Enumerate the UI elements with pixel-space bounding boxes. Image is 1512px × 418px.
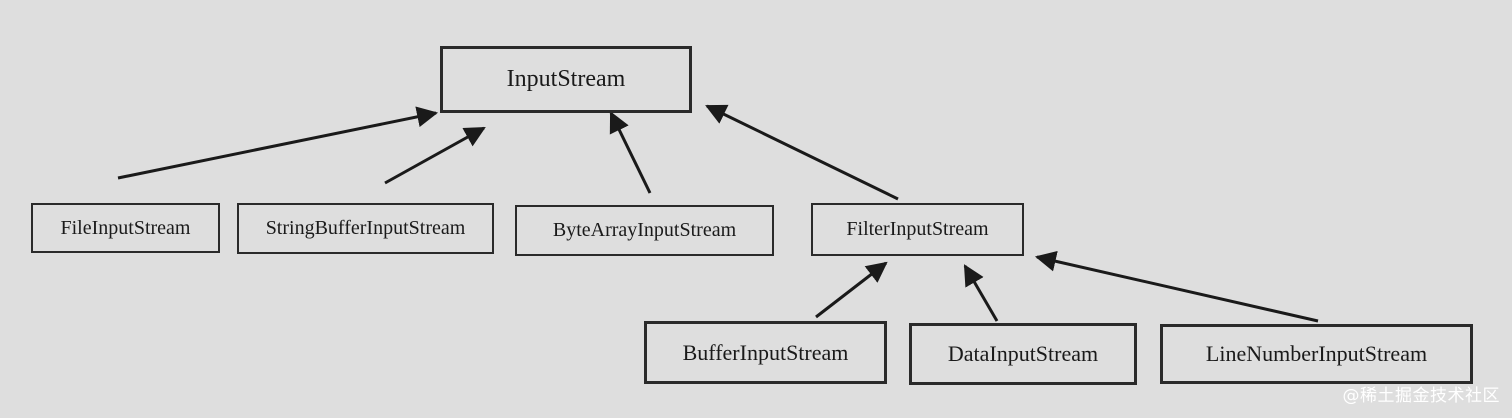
node-inputstream-label: InputStream bbox=[506, 66, 626, 92]
arrow-datainputstream-to-filterinputstream bbox=[963, 264, 999, 322]
arrow-bytearrayinputstream-to-inputstream bbox=[609, 111, 652, 194]
node-stringbufferinputstream: StringBufferInputStream bbox=[237, 203, 494, 254]
node-linenumberinputstream: LineNumberInputStream bbox=[1160, 324, 1473, 384]
node-datainputstream: DataInputStream bbox=[909, 323, 1137, 385]
node-fileinputstream: FileInputStream bbox=[31, 203, 220, 253]
arrow-bufferinputstream-to-filterinputstream bbox=[815, 261, 888, 319]
arrow-linenumberinputstream-to-filterinputstream bbox=[1034, 250, 1319, 323]
watermark: @稀土掘金技术社区 bbox=[1342, 386, 1500, 406]
node-filterinputstream-label: FilterInputStream bbox=[846, 218, 989, 240]
node-bytearrayinputstream: ByteArrayInputStream bbox=[515, 205, 774, 256]
arrow-stringbufferinputstream-to-inputstream bbox=[384, 126, 486, 185]
node-fileinputstream-label: FileInputStream bbox=[60, 216, 191, 239]
node-filterinputstream: FilterInputStream bbox=[811, 203, 1024, 256]
arrow-fileinputstream-to-inputstream bbox=[117, 106, 439, 180]
arrow-filterinputstream-to-inputstream bbox=[705, 104, 899, 201]
node-bufferinputstream: BufferInputStream bbox=[644, 321, 887, 384]
node-linenumberinputstream-label: LineNumberInputStream bbox=[1205, 341, 1428, 366]
node-bytearrayinputstream-label: ByteArrayInputStream bbox=[552, 219, 737, 241]
node-inputstream: InputStream bbox=[440, 46, 692, 113]
node-stringbufferinputstream-label: StringBufferInputStream bbox=[265, 217, 466, 239]
node-bufferinputstream-label: BufferInputStream bbox=[682, 339, 849, 365]
node-datainputstream-label: DataInputStream bbox=[947, 341, 1099, 366]
